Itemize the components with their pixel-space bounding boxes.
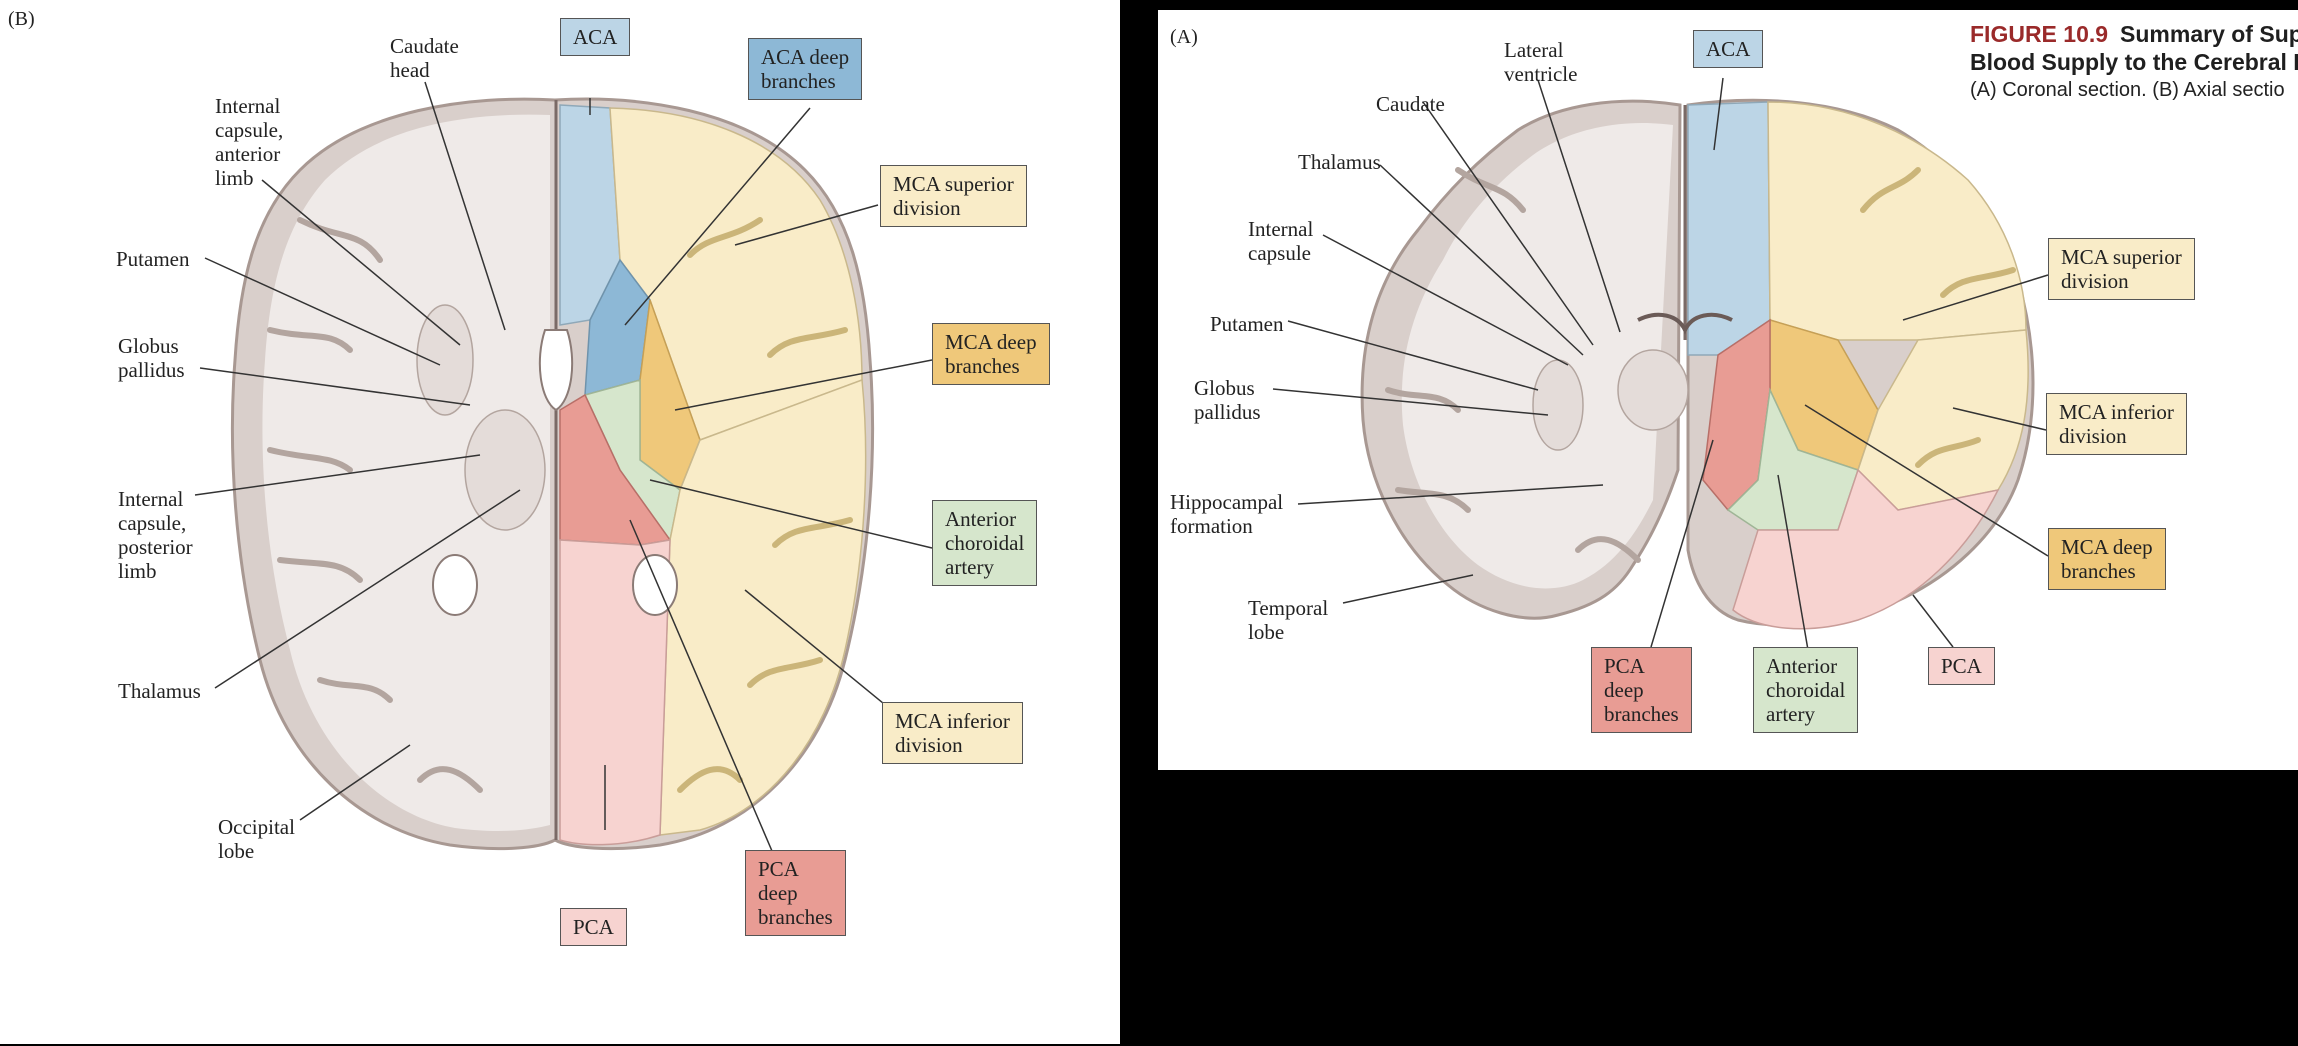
coronal-leader-lines	[1272, 77, 2049, 651]
box-pca-deep-branches: PCA deep branches	[1591, 647, 1692, 733]
pca-territory	[1732, 468, 2000, 630]
label-internal-capsule: Internal capsule	[1248, 217, 1314, 265]
label-globus-pallidus: Globus pallidus	[118, 334, 185, 382]
putamen-region	[1532, 359, 1584, 451]
mca-inferior-territory	[659, 378, 867, 836]
gyri-right	[1860, 167, 2016, 468]
occipital-horn	[432, 554, 478, 616]
mca-superior-territory	[609, 107, 863, 441]
box-anterior-choroidal-artery: Anterior choroidal artery	[932, 500, 1038, 586]
box-mca-inferior-division: MCA inferior division	[882, 702, 1023, 764]
box-mca-deep-branches: MCA deep branches	[932, 323, 1050, 385]
label-putamen: Putamen	[116, 247, 190, 271]
label-hippocampal-formation: Hippocampal formation	[1170, 490, 1284, 538]
box-aca: ACA	[1693, 30, 1764, 68]
label-temporal-lobe: Temporal lobe	[1248, 596, 1329, 644]
lateral-ventricle	[1637, 312, 1733, 335]
panel-label-b: (B)	[8, 8, 35, 30]
box-pca: PCA	[1928, 647, 1995, 685]
occipital-horn-right	[632, 554, 678, 616]
lateral-ventricle	[538, 329, 574, 412]
label-lateral-ventricle: Lateral ventricle	[1504, 38, 1578, 86]
axial-leader-lines	[194, 81, 933, 859]
thalamus-region	[464, 409, 546, 531]
box-mca-deep-branches: MCA deep branches	[2048, 528, 2166, 590]
label-caudate: Caudate	[1376, 92, 1445, 116]
box-anterior-choroidal-artery: Anterior choroidal artery	[1753, 647, 1859, 733]
box-mca-inferior-division: MCA inferior division	[2046, 393, 2187, 455]
figure-number: FIGURE 10.9	[1970, 21, 2109, 47]
mca-superior-territory	[1767, 101, 2027, 341]
label-thalamus: Thalamus	[1298, 150, 1381, 174]
figure-caption: FIGURE 10.9 Summary of Sup Blood Supply t…	[1970, 20, 2298, 104]
label-internal-capsule-anterior-limb: Internal capsule, anterior limb	[215, 94, 284, 190]
gyri-right	[677, 217, 853, 793]
gyri-left	[267, 217, 483, 793]
left-hemisphere-white	[1401, 123, 1673, 589]
box-mca-superior-division: MCA superior division	[880, 165, 1027, 227]
axial-brain-illustration	[194, 81, 933, 859]
gyri-left	[1385, 167, 1641, 563]
figure-title-line1: Summary of Sup	[2120, 21, 2298, 47]
label-putamen: Putamen	[1210, 312, 1284, 336]
label-globus-pallidus: Globus pallidus	[1194, 376, 1261, 424]
label-occipital-lobe: Occipital lobe	[218, 815, 295, 863]
thalamus-region	[1617, 349, 1689, 431]
panel-label-a: (A)	[1170, 26, 1198, 48]
axial-section-panel: (B) Caudate head Internal capsule, anter…	[0, 0, 1120, 1044]
coronal-brain-illustration	[1272, 77, 2049, 651]
label-thalamus: Thalamus	[118, 679, 201, 703]
putamen-region	[416, 304, 474, 416]
box-aca: ACA	[560, 18, 631, 56]
pca-territory	[559, 539, 671, 846]
box-mca-superior-division: MCA superior division	[2048, 238, 2195, 300]
coronal-section-panel: (A) FIGURE 10.9 Summary of Sup Blood Supp…	[1158, 10, 2298, 770]
label-internal-capsule-posterior-limb: Internal capsule, posterior limb	[118, 487, 193, 583]
box-aca-deep-branches: ACA deep branches	[748, 38, 863, 100]
figure-subcaption: (A) Coronal section. (B) Axial sectio	[1970, 79, 2285, 101]
figure-title-line2: Blood Supply to the Cerebral He	[1970, 49, 2298, 75]
box-pca-deep-branches: PCA deep branches	[745, 850, 846, 936]
left-hemisphere-white	[262, 114, 550, 832]
label-caudate-head: Caudate head	[390, 34, 459, 82]
box-pca: PCA	[560, 908, 627, 946]
